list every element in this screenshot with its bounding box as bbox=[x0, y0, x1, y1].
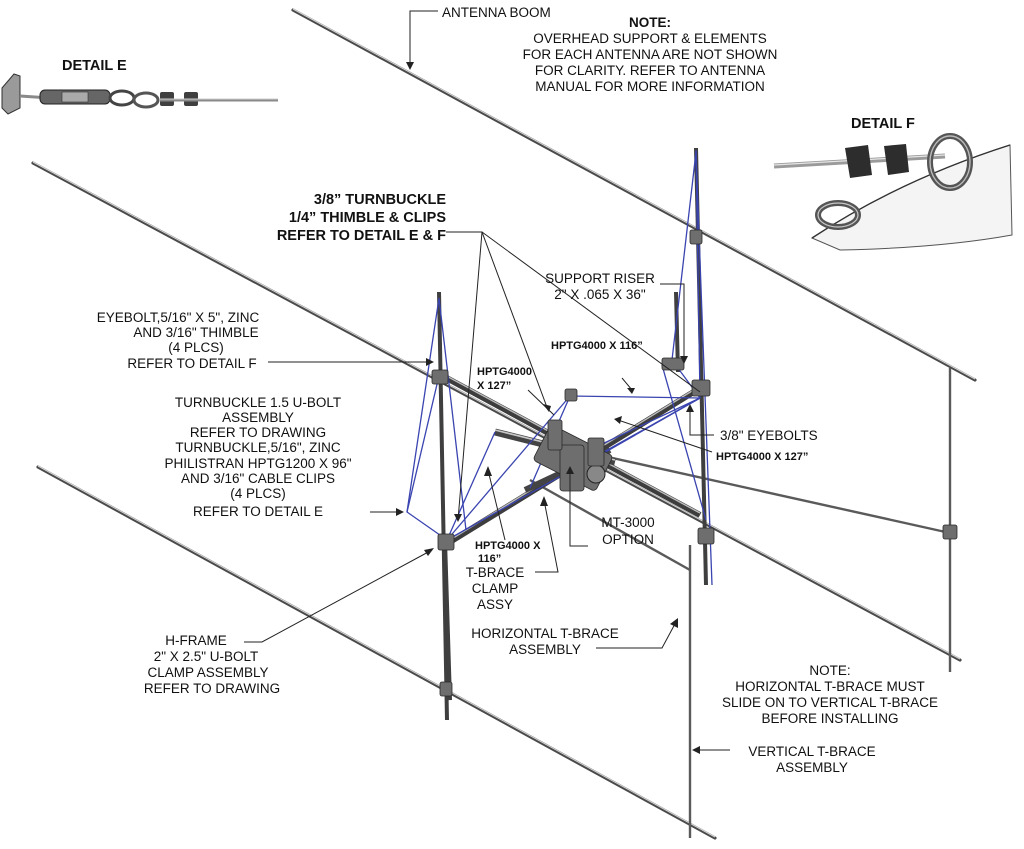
svg-text:REFER TO DRAWING: REFER TO DRAWING bbox=[144, 681, 280, 696]
antenna-boom-bottom bbox=[36, 465, 717, 840]
hframe-mast-left bbox=[437, 291, 452, 721]
svg-text:REFER TO DETAIL E & F: REFER TO DETAIL E & F bbox=[277, 228, 446, 244]
svg-text:AND 3/16" THIMBLE: AND 3/16" THIMBLE bbox=[133, 325, 258, 340]
svg-text:SLIDE ON TO VERTICAL T-BRACE: SLIDE ON TO VERTICAL T-BRACE bbox=[722, 695, 938, 710]
antenna-boom-label: ANTENNA BOOM bbox=[442, 5, 551, 20]
eyebolt-label: EYEBOLT,5/16" X 5", ZINC AND 3/16" THIMB… bbox=[97, 310, 260, 371]
leader-lines bbox=[244, 10, 730, 754]
svg-text:HORIZONTAL T-BRACE MUST: HORIZONTAL T-BRACE MUST bbox=[735, 679, 925, 694]
svg-text:ASSEMBLY: ASSEMBLY bbox=[222, 410, 294, 425]
note-top: NOTE: OVERHEAD SUPPORT & ELEMENTS FOR EA… bbox=[523, 15, 778, 94]
support-riser-label: SUPPORT RISER 2" X .065 X 36" bbox=[545, 271, 655, 302]
svg-text:NOTE:: NOTE: bbox=[809, 663, 850, 678]
horizontal-tbrace-label: HORIZONTAL T-BRACE ASSEMBLY bbox=[471, 626, 619, 657]
svg-text:OPTION: OPTION bbox=[602, 532, 654, 547]
svg-text:TURNBUCKLE,5/16", ZINC: TURNBUCKLE,5/16", ZINC bbox=[175, 440, 341, 455]
mt3000-label: MT-3000 OPTION bbox=[601, 515, 654, 547]
svg-text:2" X .065 X 36": 2" X .065 X 36" bbox=[554, 287, 646, 302]
horizontal-tbrace bbox=[529, 451, 951, 572]
vertical-tbrace-right bbox=[688, 368, 952, 838]
svg-text:CLAMP: CLAMP bbox=[472, 581, 519, 596]
hptg-116-top-label: HPTG4000 X 116” bbox=[551, 340, 643, 352]
svg-text:ASSEMBLY: ASSEMBLY bbox=[509, 642, 581, 657]
svg-text:HPTG4000 X: HPTG4000 X bbox=[475, 540, 541, 552]
svg-text:(4 PLCS): (4 PLCS) bbox=[168, 340, 224, 355]
vertical-tbrace-label: VERTICAL T-BRACE ASSEMBLY bbox=[748, 744, 875, 775]
svg-text:1/4” THIMBLE & CLIPS: 1/4” THIMBLE & CLIPS bbox=[289, 210, 446, 226]
svg-text:EYEBOLT,5/16" X 5", ZINC: EYEBOLT,5/16" X 5", ZINC bbox=[97, 310, 260, 325]
detail-e-illustration bbox=[1, 73, 278, 115]
svg-text:PHILISTRAN HPTG1200 X 96": PHILISTRAN HPTG1200 X 96" bbox=[164, 456, 351, 471]
antenna-boom-top bbox=[291, 8, 977, 382]
svg-text:116”: 116” bbox=[478, 553, 501, 565]
guy-cables bbox=[406, 149, 713, 586]
svg-text:MT-3000: MT-3000 bbox=[601, 515, 654, 530]
svg-text:FOR CLARITY. REFER TO ANTENNA: FOR CLARITY. REFER TO ANTENNA bbox=[535, 63, 765, 78]
turnbuckle-ubolt-label: TURNBUCKLE 1.5 U-BOLT ASSEMBLY REFER TO … bbox=[164, 395, 351, 519]
svg-text:OVERHEAD SUPPORT & ELEMENTS: OVERHEAD SUPPORT & ELEMENTS bbox=[533, 31, 767, 46]
hframe-label: H-FRAME 2" X 2.5" U-BOLT CLAMP ASSEMBLY … bbox=[144, 633, 280, 696]
svg-text:SUPPORT RISER: SUPPORT RISER bbox=[545, 271, 655, 286]
svg-text:REFER TO DRAWING: REFER TO DRAWING bbox=[190, 425, 326, 440]
detail-f-title: DETAIL F bbox=[851, 116, 915, 132]
eyebolts-38-label: 3/8" EYEBOLTS bbox=[720, 428, 818, 443]
detail-e-title: DETAIL E bbox=[62, 58, 127, 74]
turnbuckle-thimble-label: 3/8” TURNBUCKLE 1/4” THIMBLE & CLIPS REF… bbox=[277, 192, 447, 244]
svg-text:X 127”: X 127” bbox=[477, 380, 511, 392]
svg-text:MANUAL FOR MORE INFORMATION: MANUAL FOR MORE INFORMATION bbox=[535, 79, 765, 94]
svg-text:AND 3/16" CABLE CLIPS: AND 3/16" CABLE CLIPS bbox=[181, 471, 335, 486]
svg-text:H-FRAME: H-FRAME bbox=[165, 633, 227, 648]
svg-text:HPTG4000: HPTG4000 bbox=[477, 366, 532, 378]
svg-text:TURNBUCKLE 1.5 U-BOLT: TURNBUCKLE 1.5 U-BOLT bbox=[175, 395, 341, 410]
hptg-116-bottom-label: HPTG4000 X 116” bbox=[475, 540, 541, 565]
hframe-clamps bbox=[431, 229, 958, 697]
hptg-127-right-label: HPTG4000 X 127” bbox=[716, 451, 808, 463]
hptg-127-left-label: HPTG4000 X 127” bbox=[477, 366, 532, 392]
svg-text:ASSEMBLY: ASSEMBLY bbox=[776, 760, 848, 775]
svg-text:ASSY: ASSY bbox=[477, 597, 513, 612]
svg-text:3/8” TURNBUCKLE: 3/8” TURNBUCKLE bbox=[314, 192, 446, 208]
svg-text:2" X 2.5" U-BOLT: 2" X 2.5" U-BOLT bbox=[154, 649, 259, 664]
svg-text:(4 PLCS): (4 PLCS) bbox=[230, 486, 286, 501]
svg-text:FOR EACH ANTENNA ARE NOT SHOWN: FOR EACH ANTENNA ARE NOT SHOWN bbox=[523, 47, 778, 62]
svg-text:REFER TO DETAIL E: REFER TO DETAIL E bbox=[193, 504, 323, 519]
svg-text:NOTE:: NOTE: bbox=[629, 15, 671, 30]
svg-text:BEFORE INSTALLING: BEFORE INSTALLING bbox=[761, 711, 898, 726]
svg-text:REFER TO DETAIL F: REFER TO DETAIL F bbox=[127, 356, 256, 371]
note-bottom: NOTE: HORIZONTAL T-BRACE MUST SLIDE ON T… bbox=[722, 663, 938, 726]
antenna-boom-middle bbox=[31, 161, 962, 662]
svg-text:HORIZONTAL T-BRACE: HORIZONTAL T-BRACE bbox=[471, 626, 619, 641]
svg-text:VERTICAL T-BRACE: VERTICAL T-BRACE bbox=[748, 744, 875, 759]
tbrace-clamp-label: T-BRACE CLAMP ASSY bbox=[466, 565, 525, 612]
svg-text:T-BRACE: T-BRACE bbox=[466, 565, 525, 580]
detail-f-illustration bbox=[773, 133, 1013, 251]
svg-text:CLAMP ASSEMBLY: CLAMP ASSEMBLY bbox=[147, 665, 268, 680]
center-clamp-assembly bbox=[533, 419, 613, 492]
